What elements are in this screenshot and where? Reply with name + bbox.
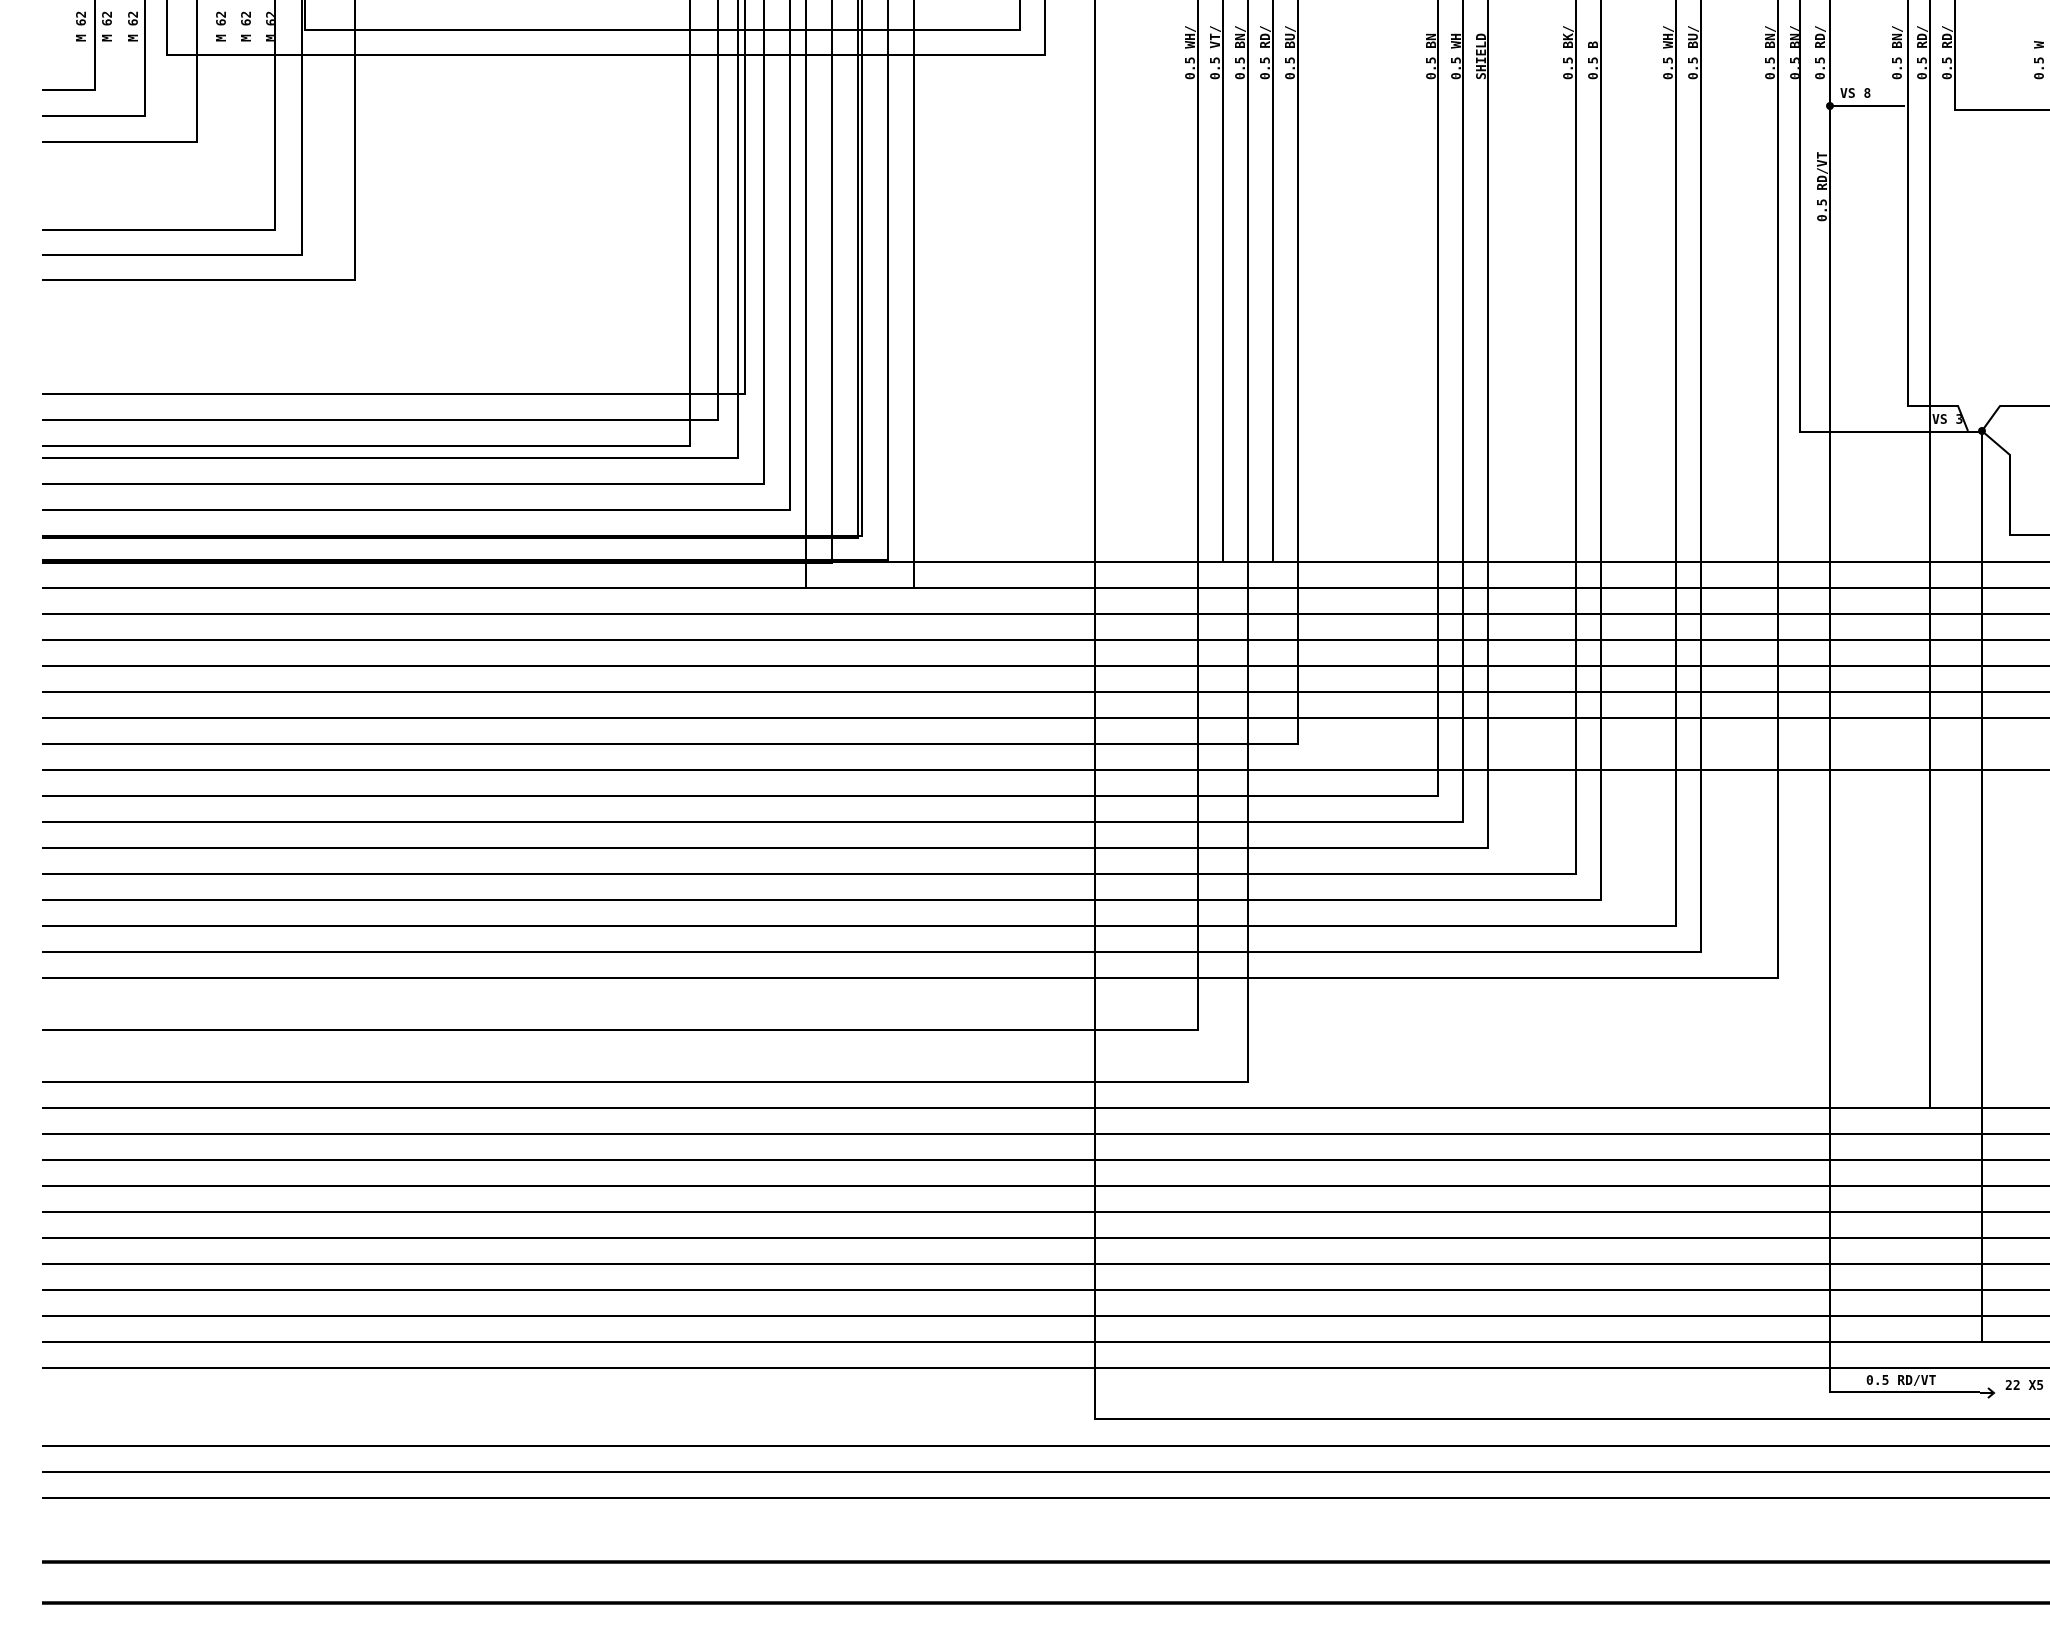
wire-48 xyxy=(42,0,1299,745)
wire-12 xyxy=(42,0,807,589)
wire-15 xyxy=(42,0,791,511)
wire-63 xyxy=(1981,405,2050,432)
wire-label-11: 0.5 WH/ xyxy=(1662,25,1677,80)
wire-8 xyxy=(42,0,719,421)
wire-14 xyxy=(42,0,765,485)
wire-5 xyxy=(42,0,303,256)
m62-label-6: M 62 xyxy=(265,11,280,42)
wire-13 xyxy=(42,0,739,459)
splice-vs8-dot xyxy=(1826,102,1834,110)
wire-4 xyxy=(42,0,276,231)
wire-20 xyxy=(304,0,1021,31)
wire-49 xyxy=(42,0,1439,797)
wire-9 xyxy=(42,0,691,447)
wire-label-15: 0.5 RD/ xyxy=(1814,25,1829,80)
wire-64 xyxy=(1981,430,2050,536)
wire-label-5: 0.5 BU/ xyxy=(1284,25,1299,80)
wire-3 xyxy=(42,0,198,143)
wire-label-18: 0.5 RD/ xyxy=(1941,25,1956,80)
wire-47 xyxy=(42,0,1274,563)
wire-55 xyxy=(42,0,1702,953)
wire-label-13: 0.5 BN/ xyxy=(1764,25,1779,80)
wire-53 xyxy=(42,0,1602,901)
connector-ref-label: 22 X5 xyxy=(2005,1379,2044,1394)
wire-label-3: 0.5 BN/ xyxy=(1234,25,1249,80)
m62-label-4: M 62 xyxy=(215,11,230,42)
wire-52 xyxy=(42,0,1577,875)
wire-21 xyxy=(1094,0,2050,1420)
wire-label-19: 0.5 W xyxy=(2033,41,2048,80)
wire-44 xyxy=(42,0,1199,1031)
wire-60 xyxy=(1954,0,2050,111)
connector-arrow-icon xyxy=(1980,1387,1996,1399)
m62-label-5: M 62 xyxy=(240,11,255,42)
rdvt-bottom-label: 0.5 RD/VT xyxy=(1866,1374,1937,1389)
wire-label-16: 0.5 BN/ xyxy=(1891,25,1906,80)
wire-label-17: 0.5 RD/ xyxy=(1916,25,1931,80)
wire-51 xyxy=(42,0,1489,849)
wire-16 xyxy=(42,0,863,537)
wire-19 xyxy=(166,0,1046,56)
wire-label-14: 0.5 BN/ xyxy=(1789,25,1804,80)
wire-label-1: 0.5 WH/ xyxy=(1184,25,1199,80)
wire-2 xyxy=(42,0,146,117)
wire-label-10: 0.5 B xyxy=(1587,41,1602,80)
wire-54 xyxy=(42,0,1677,927)
wire-17 xyxy=(42,0,889,561)
wire-label-12: 0.5 BU/ xyxy=(1687,25,1702,80)
wire-7 xyxy=(42,0,746,395)
wire-label-9: 0.5 BK/ xyxy=(1562,25,1577,80)
wire-61 xyxy=(1829,0,1980,1393)
wire-18 xyxy=(42,0,915,589)
splice-vs3-dot xyxy=(1978,427,1986,435)
wire-label-6: 0.5 BN xyxy=(1425,33,1440,80)
wire-57 xyxy=(1799,0,1982,433)
wire-11 xyxy=(42,0,833,564)
wire-label-4: 0.5 RD/ xyxy=(1259,25,1274,80)
splice-vs3-label: VS 3 xyxy=(1932,413,1963,428)
wire-label-7: 0.5 WH xyxy=(1450,33,1465,80)
wire-58 xyxy=(1907,0,1969,432)
wire-50 xyxy=(42,0,1464,823)
wire-6 xyxy=(42,0,356,281)
m62-label-2: M 62 xyxy=(101,11,116,42)
wires xyxy=(42,0,2050,1605)
wire-label-2: 0.5 VT/ xyxy=(1209,25,1224,80)
wire-10 xyxy=(42,0,859,539)
wire-label-8: SHIELD xyxy=(1475,33,1490,80)
wire-1 xyxy=(42,0,96,91)
m62-label-1: M 62 xyxy=(75,11,90,42)
splice-vs8-label: VS 8 xyxy=(1840,87,1871,102)
wire-56 xyxy=(42,0,1779,979)
m62-label-3: M 62 xyxy=(127,11,142,42)
rdvt-vertical-label: 0.5 RD/VT xyxy=(1816,151,1831,222)
wire-46 xyxy=(42,0,1249,1083)
